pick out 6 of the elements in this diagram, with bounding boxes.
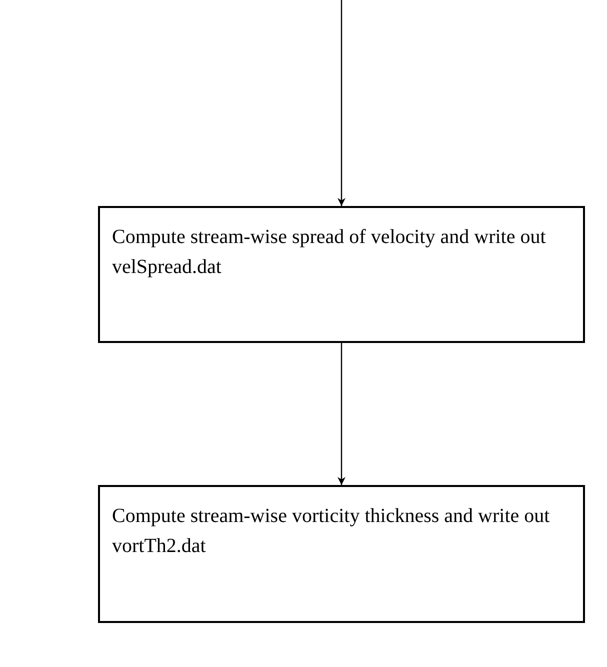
arrow [338,343,346,485]
step-text: Compute stream-wise vorticity thickness and write out vortTh2.dat [112,504,551,559]
step-text: Compute stream-wise spread of velocity and write out velSpread.dat [112,225,547,280]
process-box [98,206,585,343]
process-box [98,485,585,623]
arrow [338,0,346,206]
